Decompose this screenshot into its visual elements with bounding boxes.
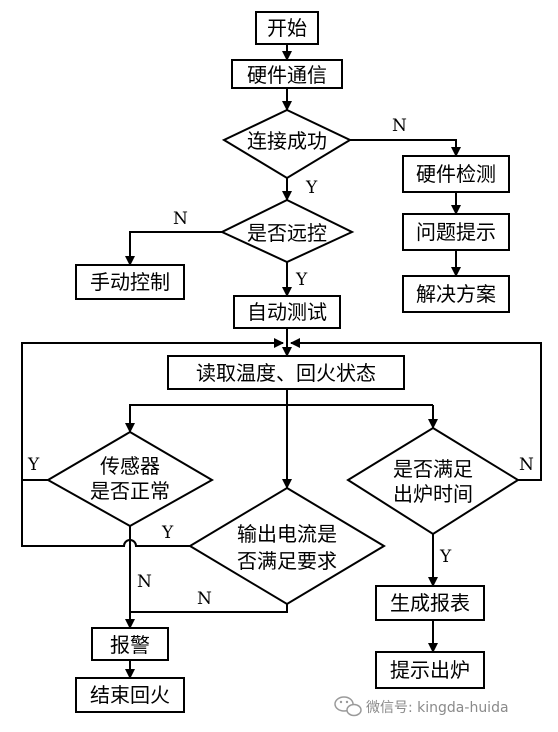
edge-label-yes-time: Y [439,547,452,567]
node-hint-out-label: 提示出炉 [390,658,470,682]
node-start: 开始 [255,11,319,45]
node-sensor-ok-label-2: 是否正常 [90,479,170,503]
node-is-remote-label: 是否远控 [247,221,327,245]
node-solution-label: 解决方案 [416,282,496,306]
node-end-temper: 结束回火 [75,677,185,713]
node-gen-report-label: 生成报表 [390,591,470,615]
node-current-ok-label-1: 输出电流是 [237,522,337,546]
node-time-ok: 是否满足 出炉时间 [346,426,520,536]
node-problem-hint: 问题提示 [402,213,510,251]
node-end-temper-label: 结束回火 [90,683,170,707]
edge-label-yes-remote: Y [295,270,308,290]
node-hint-out: 提示出炉 [375,651,485,689]
node-read-state: 读取温度、回火状态 [167,355,405,390]
watermark-text: 微信号: kingda-huida [366,700,509,716]
edge-labels: N Y N Y Y Y N N N Y [27,116,534,609]
node-hardware-comm: 硬件通信 [231,59,343,89]
watermark: 微信号: kingda-huida [334,696,509,717]
node-time-ok-label-1: 是否满足 [393,457,473,481]
node-auto-test-label: 自动测试 [247,300,327,324]
node-solution: 解决方案 [402,275,510,313]
edge-label-no-remote: N [173,209,188,229]
node-time-ok-label-2: 出炉时间 [393,482,473,506]
wechat-icon [334,696,362,717]
node-sensor-ok-label-1: 传感器 [100,454,160,478]
node-is-remote: 是否远控 [219,198,355,264]
edge-label-no-current: N [197,589,212,609]
node-auto-test: 自动测试 [233,295,341,329]
edge-label-no-sensor: N [137,572,152,592]
node-hardware-check: 硬件检测 [402,155,510,193]
node-hardware-check-label: 硬件检测 [416,162,496,186]
edge-label-no-connect: N [392,116,407,136]
node-current-ok: 输出电流是 否满足要求 [188,486,386,606]
node-start-label: 开始 [267,16,307,40]
edge-label-yes-sensor: Y [27,455,40,475]
node-gen-report: 生成报表 [375,585,485,621]
node-alarm-label: 报警 [110,633,150,657]
node-sensor-ok: 传感器 是否正常 [45,430,215,528]
node-alarm: 报警 [91,627,169,661]
node-manual-control: 手动控制 [75,264,185,300]
edge-label-yes-connect: Y [305,178,318,198]
edge-label-yes-current: Y [161,523,174,543]
node-hardware-comm-label: 硬件通信 [247,63,327,87]
edge-label-no-time: N [519,455,534,475]
node-connect-ok-label: 连接成功 [247,129,327,153]
connectors [21,44,542,679]
node-read-state-label: 读取温度、回火状态 [196,361,376,385]
node-problem-hint-label: 问题提示 [416,220,496,244]
node-manual-control-label: 手动控制 [90,270,170,294]
node-connect-ok: 连接成功 [221,108,353,180]
node-current-ok-label-2: 否满足要求 [237,549,337,573]
